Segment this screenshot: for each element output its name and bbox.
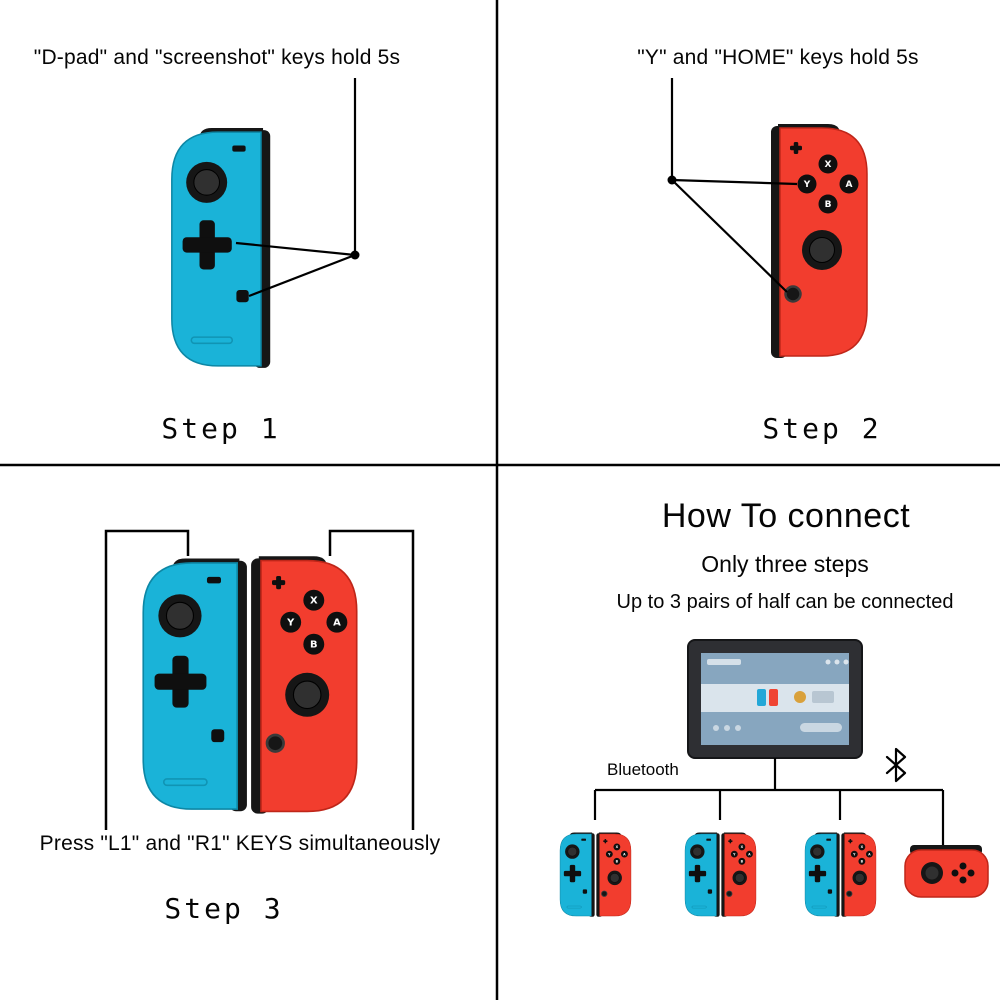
joycon-horizontal <box>904 845 989 898</box>
connect-subtitle: Only three steps <box>701 551 869 577</box>
joycon-right-red-pair <box>250 554 359 815</box>
mini-joycon-right <box>841 831 877 918</box>
connect-title: How To connect <box>661 497 911 535</box>
l1-bracket-line <box>104 529 190 830</box>
step1-figure <box>171 78 360 369</box>
step2-figure <box>667 78 869 360</box>
mini-joycon-left <box>684 832 720 918</box>
step1-annotation-dot <box>350 250 360 260</box>
bluetooth-icon <box>885 747 907 783</box>
joycon-left-blue <box>171 127 272 369</box>
step1-label: Step 1 <box>161 412 281 445</box>
step3-caption: Press "L1" and "R1" KEYS simultaneously <box>39 832 441 855</box>
joycon-pair-1 <box>559 831 632 918</box>
step1-annotation-lines <box>235 78 357 298</box>
joycon-left-blue-pair <box>142 557 248 813</box>
r1-bracket-line <box>328 529 415 830</box>
connect-note: Up to 3 pairs of half can be connected <box>616 591 954 613</box>
mini-joycon-right <box>596 831 632 918</box>
connect-figure <box>559 639 989 918</box>
step3-figure <box>104 529 415 830</box>
mini-joycon-left <box>804 832 840 918</box>
mini-joycon-right <box>721 831 757 918</box>
step3-label: Step 3 <box>164 892 284 925</box>
joycon-right-red <box>770 122 869 360</box>
step2-caption: "Y" and "HOME" keys hold 5s <box>637 46 919 69</box>
step2-annotation-dot <box>667 175 677 185</box>
step2-annotation-lines <box>670 78 798 293</box>
step1-caption: "D-pad" and "screenshot" keys hold 5s <box>33 46 401 69</box>
switch-console <box>687 639 863 759</box>
joycon-pair-3 <box>804 831 877 918</box>
step2-label: Step 2 <box>762 412 882 445</box>
bluetooth-label: Bluetooth <box>607 760 679 779</box>
joycon-pair-2 <box>684 831 757 918</box>
connection-tree-lines <box>593 758 945 848</box>
mini-joycon-left <box>559 832 595 918</box>
